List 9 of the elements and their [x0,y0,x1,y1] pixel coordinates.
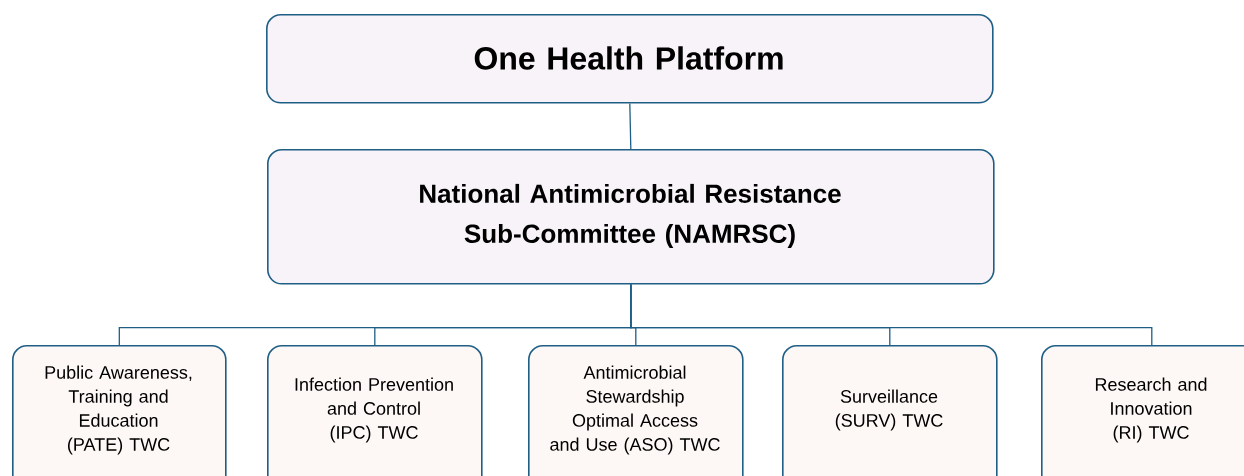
platform-box: One Health Platform [266,14,994,104]
connector-line [630,283,1153,346]
working-group-box: Antimicrobial Stewardship Optimal Access and Use (ASO) TWC [528,345,744,476]
committee-box: National Antimicrobial Resistance Sub-Committee (NAMRSC) [267,149,995,285]
working-group-box: Infection Prevention and Control (IPC) TWC [267,345,483,476]
working-group-box: Research and Innovation (RI) TWC [1041,345,1244,476]
connector-line [629,102,632,150]
working-group-box: Surveillance (SURV) TWC [782,345,998,476]
working-group-box: Public Awareness, Training and Education (PATE) TWC [12,345,227,476]
